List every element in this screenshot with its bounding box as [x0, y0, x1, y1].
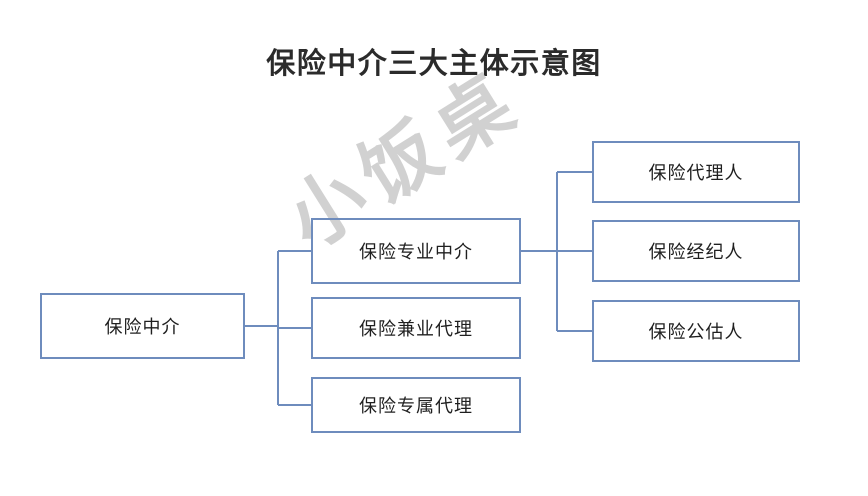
node-level3-0[interactable]: 保险代理人 — [592, 141, 800, 203]
node-level3-2-label: 保险公估人 — [648, 322, 744, 342]
node-root[interactable]: 保险中介 — [40, 293, 245, 359]
node-level2-1-label: 保险兼业代理 — [359, 319, 473, 339]
node-level3-0-label: 保险代理人 — [648, 163, 744, 183]
node-root-label: 保险中介 — [104, 317, 181, 337]
node-level2-0[interactable]: 保险专业中介 — [311, 218, 521, 284]
node-level2-1[interactable]: 保险兼业代理 — [311, 297, 521, 359]
node-level2-0-label: 保险专业中介 — [359, 242, 473, 262]
node-level3-2[interactable]: 保险公估人 — [592, 300, 800, 362]
node-level3-1-label: 保险经纪人 — [648, 242, 744, 262]
node-level3-1[interactable]: 保险经纪人 — [592, 220, 800, 282]
page-title: 保险中介三大主体示意图 — [266, 48, 602, 80]
node-level2-2-label: 保险专属代理 — [359, 396, 473, 416]
node-level2-2[interactable]: 保险专属代理 — [311, 377, 521, 433]
